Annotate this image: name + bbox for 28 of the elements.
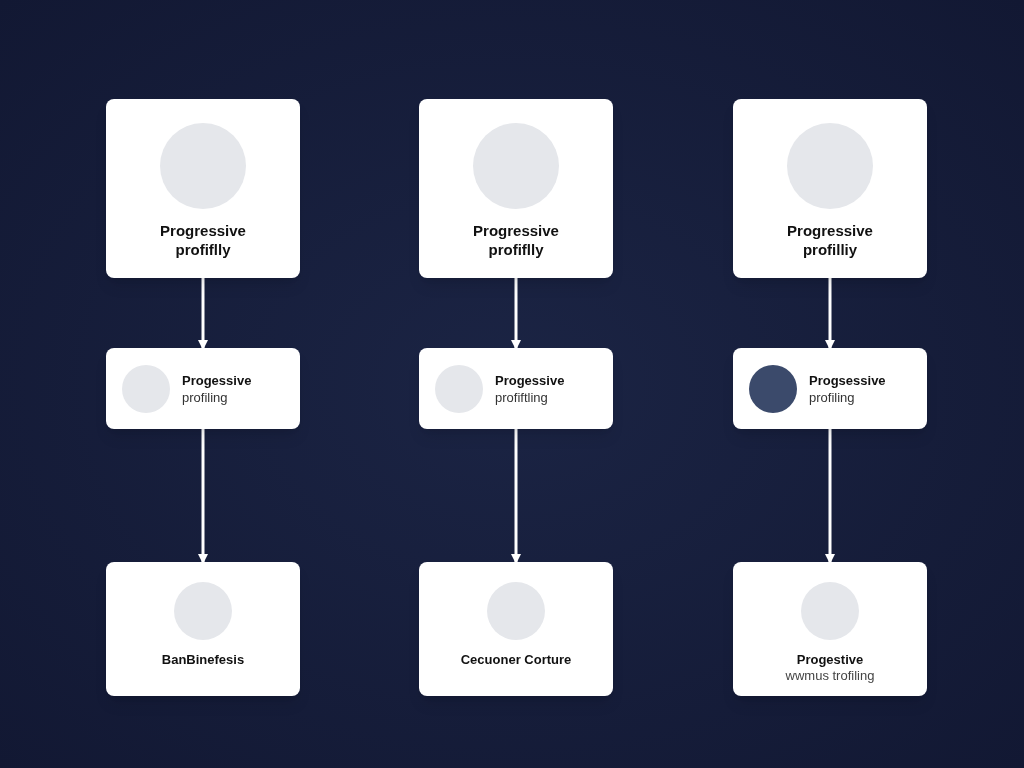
card-subtitle: wwmus trofiling (785, 668, 875, 684)
profile-row-card (733, 348, 927, 429)
profile-card (106, 99, 300, 278)
profile-card (419, 562, 613, 696)
profile-card (106, 562, 300, 696)
card-title: Progressive profiflly (159, 221, 247, 259)
card-title: Progsessive (809, 371, 886, 389)
card-subtitle: profiftling (495, 388, 549, 406)
arrow (511, 278, 521, 350)
arrow (511, 429, 521, 564)
arrow (825, 278, 835, 350)
profile-row-card (419, 348, 613, 429)
card-subtitle: profiling (182, 388, 229, 406)
profile-card (419, 99, 613, 278)
profile-row-card (106, 348, 300, 429)
card-title: Cecuoner Corture (460, 652, 572, 668)
arrow (198, 278, 208, 350)
card-title: Progessive (182, 371, 252, 389)
profile-card (733, 99, 927, 278)
card-title: Progestive (796, 652, 864, 668)
card-subtitle: profiling (809, 388, 856, 406)
card-title: Progressive profiflly (472, 221, 560, 259)
arrow (198, 429, 208, 564)
card-title: Progressive profilliy (786, 221, 874, 259)
profile-card (733, 562, 927, 696)
card-title: BanBinefesis (161, 652, 245, 668)
card-title: Progessive (495, 371, 565, 389)
arrow (825, 429, 835, 564)
